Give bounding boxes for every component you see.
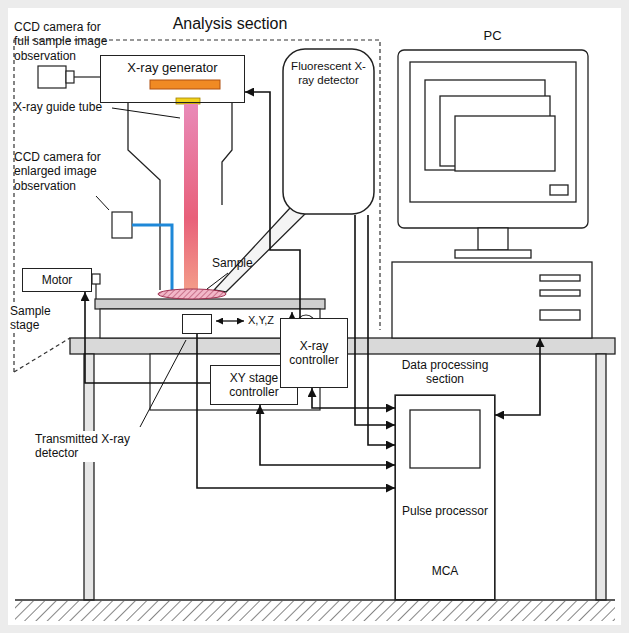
pc-computer — [540, 290, 580, 296]
data-processing-cabinet — [395, 395, 495, 600]
sample — [158, 289, 226, 299]
leader-lines — [112, 108, 180, 118]
sample-stage — [92, 274, 100, 284]
floor — [15, 599, 615, 601]
pc-computer — [455, 116, 555, 171]
detector-outline — [282, 48, 375, 215]
node-text: Pulse processor — [396, 504, 494, 518]
signal-connector — [312, 388, 395, 408]
node-text: MCA — [396, 564, 494, 578]
pc-unit: PC — [390, 50, 595, 338]
data-processing-cabinet — [410, 410, 480, 468]
signal-connector — [85, 292, 210, 383]
pc-computer — [410, 62, 576, 202]
table — [596, 354, 606, 600]
pc-computer — [392, 50, 592, 338]
sample — [158, 289, 226, 299]
node-text: Transmitted X-ray detector — [33, 431, 165, 462]
detector-housing: Fluorescent X-ray detector — [282, 48, 375, 215]
part-label: Sample stage — [10, 304, 80, 333]
ccd-camera — [132, 225, 172, 292]
signal-connector — [355, 215, 395, 425]
signal-connector — [495, 338, 540, 415]
data-processing-cabinet — [395, 395, 495, 600]
x-ray-generator-body — [150, 80, 220, 89]
part-label: X-ray guide tube — [14, 100, 124, 114]
part-label: X,Y,Z — [248, 314, 274, 327]
node-text: X-ray generator — [101, 60, 244, 76]
pc-computer — [478, 228, 508, 250]
data-processing-cabinet: Data processing sectionPulse processorMC… — [395, 395, 495, 600]
part-label: CCD camera for enlarged image observatio… — [14, 150, 109, 193]
sample-stage — [95, 284, 96, 299]
pc-computer — [540, 275, 580, 281]
pc-computer — [392, 262, 592, 338]
ccd-camera — [112, 212, 132, 238]
sample-stage — [95, 299, 325, 309]
detector-outline — [283, 49, 374, 214]
ccd-camera — [38, 66, 66, 88]
detector-box: Transmitted X-ray detector — [182, 314, 212, 334]
leader-lines — [96, 108, 228, 427]
part-label: Sample — [212, 256, 253, 270]
signal-connector — [368, 215, 395, 445]
part-label: CCD camera for full sample image observa… — [14, 20, 114, 63]
sample — [158, 289, 226, 299]
section-title: Analysis section — [120, 14, 340, 33]
ccd-camera — [38, 66, 100, 88]
node-text: PC — [390, 28, 595, 44]
pc-computer — [540, 310, 580, 320]
leader-lines — [207, 273, 228, 289]
table — [84, 354, 94, 600]
node-text: Fluorescent X-ray detector — [290, 60, 367, 88]
x-ray-generator-box: X-ray generator — [100, 55, 245, 103]
x-ray-generator-body — [176, 98, 200, 104]
node-text: Data processing section — [396, 358, 494, 387]
ccd-camera — [66, 71, 74, 83]
analysis-outline — [14, 338, 70, 372]
x-ray-generator-body — [100, 55, 245, 103]
motor-box: Motor — [22, 268, 92, 292]
x-ray-guide-tube — [184, 104, 198, 294]
ccd-camera — [112, 212, 172, 292]
signal-connector — [260, 405, 395, 465]
motion-arrows — [216, 320, 244, 321]
node-text: Motor — [42, 273, 73, 287]
background-panel — [8, 8, 621, 625]
pc-computer — [550, 185, 568, 195]
signal-connector — [197, 334, 395, 488]
controller-box: X-ray controller — [280, 318, 348, 388]
floor — [15, 600, 615, 621]
node-text: X-ray controller — [284, 339, 344, 368]
floor — [15, 601, 615, 621]
pc-computer — [455, 250, 531, 258]
leader-lines — [96, 196, 109, 210]
pc-computer — [398, 50, 588, 228]
ccd-camera — [74, 76, 100, 77]
